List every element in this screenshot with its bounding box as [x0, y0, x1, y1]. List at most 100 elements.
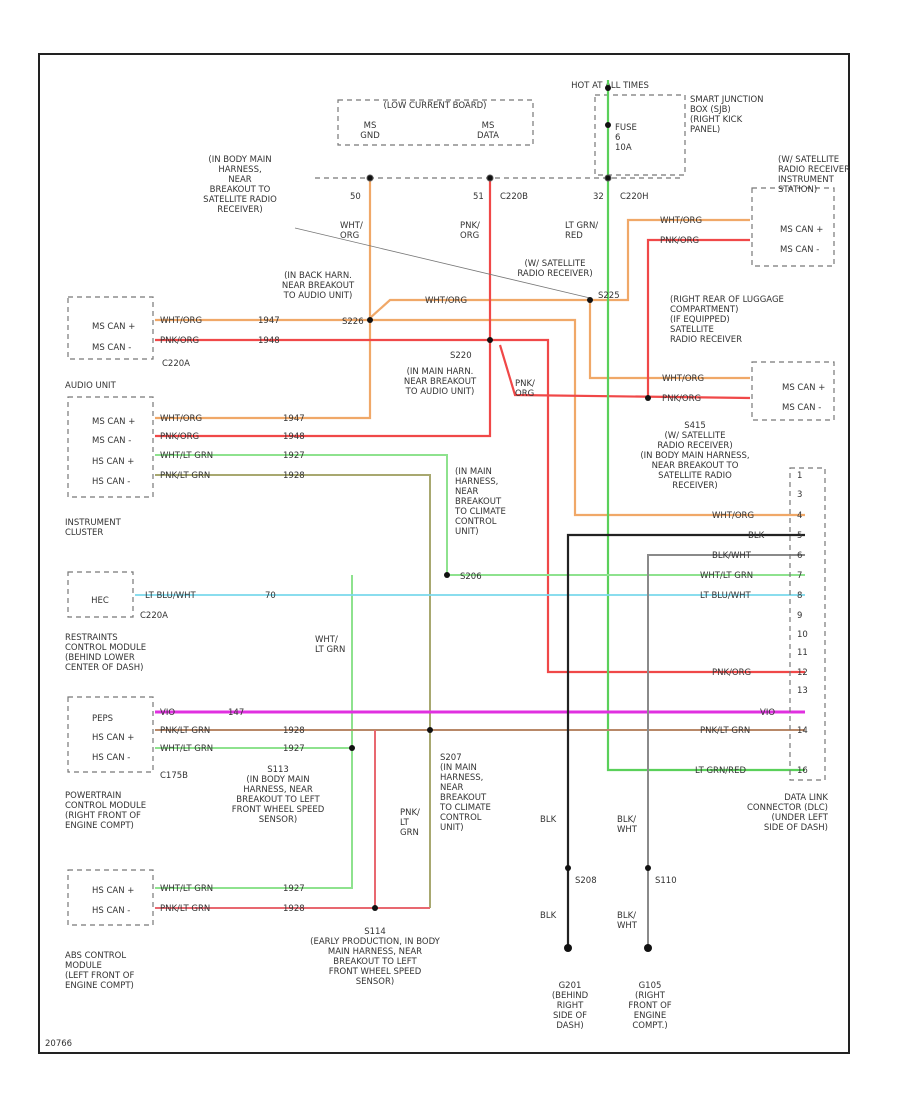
low-current-board-label: (LOW CURRENT BOARD): [384, 101, 487, 111]
wire-label-v-pnk-org-2: PNK/ORG: [515, 379, 535, 399]
dlc-wire-blk-wht: BLK/WHT: [712, 551, 752, 561]
s220-label: S220: [450, 351, 472, 361]
hec-connector-label: C220A: [140, 611, 168, 621]
splice-dot-s207: [427, 727, 433, 733]
wire-label-pcm-vio: VIO: [160, 708, 175, 718]
pcm-pin-0: PEPS: [92, 714, 113, 724]
sat-luggage-pin-1: MS CAN -: [782, 403, 821, 413]
audio-pin-0: MS CAN +: [92, 417, 135, 427]
footer-code: 20766: [45, 1039, 72, 1049]
dlc-wire-lt-grn-red: LT GRN/RED: [695, 766, 746, 776]
fuse-top-dot: [605, 85, 611, 91]
wire-label-v-blk-wht-2: BLK/WHT: [617, 911, 638, 931]
wire-wht-org-audio: [155, 320, 372, 420]
wire-pnk-org-dlc: [490, 338, 805, 674]
pcm-connector-label: C175B: [160, 771, 188, 781]
wire-label-sat-lug-pnk-org: PNK/ORG: [662, 394, 701, 404]
circuit-1927-audio: 1927: [283, 451, 305, 461]
dlc-pin-7: 9: [797, 611, 802, 621]
dlc-wire-wht-ltgrn: WHT/LT GRN: [700, 571, 753, 581]
audio-box: [67, 396, 154, 498]
splice-dot-s225: [587, 297, 593, 303]
sat-luggage-pin-0: MS CAN +: [782, 383, 825, 393]
dlc-wire-lt-blu-wht: LT BLU/WHT: [700, 591, 751, 601]
audio-pin-3: HS CAN -: [92, 477, 130, 487]
dlc-pin-8: 10: [797, 630, 808, 640]
wire-pnk-org-sat-inst: [646, 238, 750, 398]
wire-wht-org-dlc: [370, 318, 805, 517]
hec-box: [67, 571, 134, 618]
wire-label-hec-lt-blu-wht: LT BLU/WHT: [145, 591, 196, 601]
wire-label-pcm-pnk-ltgrn: PNK/LT GRN: [160, 726, 210, 736]
wire-label-abs-pnk-ltgrn: PNK/LT GRN: [160, 904, 210, 914]
abs-box: [67, 869, 154, 926]
dlc-pin-12: 14: [797, 726, 808, 736]
circuit-1947-ic: 1947: [258, 316, 280, 326]
dlc-pin-4: 6: [797, 551, 802, 561]
wire-wht-org-sat-inst: [590, 218, 750, 302]
circuit-147-pcm: 147: [228, 708, 244, 718]
ic-pin-1: MS CAN -: [92, 343, 131, 353]
circuit-51: 51: [473, 192, 484, 202]
circuit-1948-ic: 1948: [258, 336, 280, 346]
audio-pin-1: MS CAN -: [92, 436, 131, 446]
circuit-50: 50: [350, 192, 361, 202]
dlc-pin-13: 16: [797, 766, 808, 776]
pin-50: [366, 174, 374, 182]
circuit-1928-pcm: 1928: [283, 726, 305, 736]
splice-dot-s206: [444, 572, 450, 578]
ic-connector-label: C220A: [162, 359, 190, 369]
audio-unit-label: AUDIO UNIT: [65, 381, 117, 391]
wire-blk-wht: [647, 554, 805, 945]
dlc-wire-pnk-org: PNK/ORG: [712, 668, 751, 678]
ic-box: [67, 296, 154, 360]
dlc-pin-5: 7: [797, 571, 802, 581]
ground-g105: [644, 944, 652, 952]
connector-c220b: C220B: [500, 192, 528, 202]
dlc-pin-2: 4: [797, 511, 802, 521]
dlc-pin-10: 12: [797, 668, 808, 678]
pcm-pin-2: HS CAN -: [92, 753, 130, 763]
dlc-pin-9: 11: [797, 648, 808, 658]
wire-pnk-org-sat-luggage: [498, 344, 751, 400]
splice-dot-s415: [645, 395, 651, 401]
ground-g201: [564, 944, 572, 952]
pcm-box: [67, 696, 154, 773]
wire-pnk-lt-grn-audio: [155, 474, 431, 908]
circuit-1947-audio: 1947: [283, 414, 305, 424]
wire-wht-lt-grn-audio: [155, 454, 805, 576]
wire-label-abs-wht-ltgrn: WHT/LT GRN: [160, 884, 213, 894]
diagram-frame: [38, 53, 850, 1054]
wire-label-pcm-wht-ltgrn: WHT/LT GRN: [160, 744, 213, 754]
dlc-wire-pnk-ltgrn: PNK/LT GRN: [700, 726, 750, 736]
wire-label-v-blk-2: BLK: [540, 911, 557, 921]
pin-51: [486, 174, 494, 182]
wire-label-v-lt-grn-red: LT GRN/RED: [565, 221, 598, 241]
splice-dot-s114: [372, 905, 378, 911]
hec-label: HEC: [91, 596, 109, 606]
wire-label-v-wht-ltgrn: WHT/LT GRN: [315, 635, 345, 655]
circuit-1927-abs: 1927: [283, 884, 305, 894]
wire-label-v-blk-wht: BLK/WHT: [617, 815, 638, 835]
abs-pin-1: HS CAN -: [92, 906, 130, 916]
splice-dot-s208: [565, 865, 571, 871]
splice-dot-s113: [349, 745, 355, 751]
splice-dot-s110: [645, 865, 651, 871]
circuit-70-hec: 70: [265, 591, 276, 601]
splice-leader-line: [294, 227, 591, 299]
fuse-dot: [605, 122, 611, 128]
wire-label-audio-wht-ltgrn: WHT/LT GRN: [160, 451, 213, 461]
wire-label-sat-inst-wht-org: WHT/ORG: [660, 216, 702, 226]
wire-label-audio-pnk-org: PNK/ORG: [160, 432, 199, 442]
